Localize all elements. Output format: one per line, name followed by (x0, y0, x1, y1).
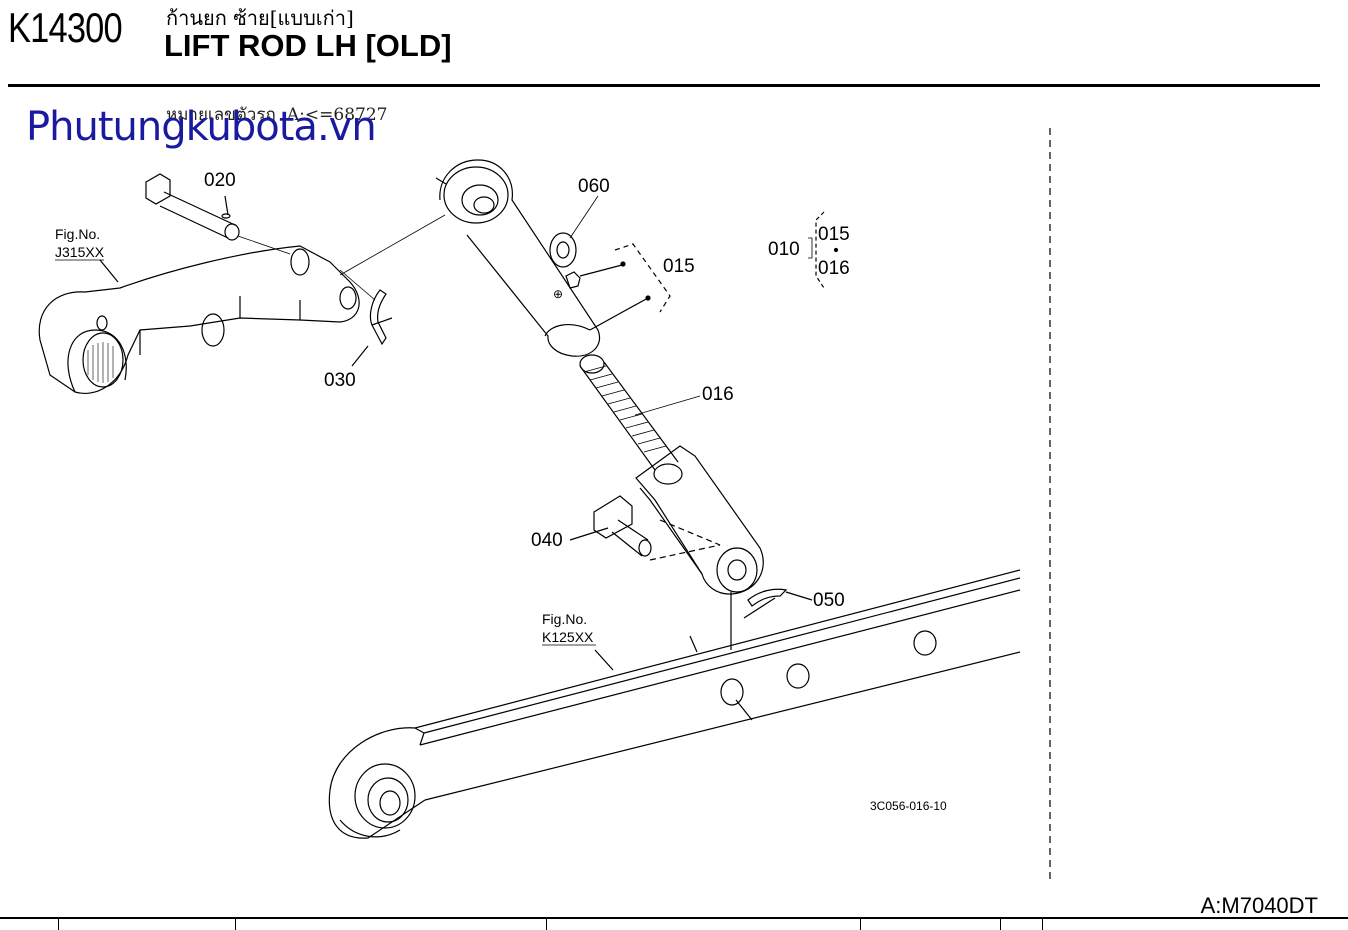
pin-part (145, 173, 291, 255)
clevis-part (635, 445, 764, 650)
assembly-sub-label-016: 016 (818, 258, 850, 279)
part-label-015: 015 (663, 256, 695, 277)
fig-ref-left: J315XX (55, 244, 105, 260)
page-title-thai: ก้านยก ซ้าย[แบบเก่า] (166, 6, 354, 30)
lift-rod-upper: ⊕ (339, 159, 601, 357)
snap-pin-part (339, 269, 393, 367)
header-divider (8, 84, 1320, 87)
washer-part (549, 195, 599, 268)
part-label-030: 030 (324, 370, 356, 391)
part-label-020: 020 (204, 170, 236, 191)
part-label-050: 050 (813, 590, 845, 611)
assembly-label: 010 (768, 239, 800, 260)
lower-link-part (328, 569, 1021, 839)
clevis-snap-pin-part (743, 588, 813, 619)
clevis-pin-part (569, 495, 721, 561)
assembly-sub-label-015: 015 (818, 224, 850, 245)
svg-text:⊕: ⊕ (553, 287, 563, 301)
lift-arm-part (38, 245, 360, 394)
part-label-040: 040 (531, 530, 563, 551)
parts-table-header (0, 917, 1348, 930)
fig-label-bottom: Fig.No. (542, 611, 587, 627)
watermark: Phutungkubota.vn (26, 104, 377, 150)
serial-number-note: หมายเลขตัวรถ :A:<=68727 (166, 105, 388, 125)
fig-ref-bottom: K125XX (542, 629, 594, 645)
part-group-code: K14300 (8, 4, 123, 51)
drawing-code: 3C056-016-10 (870, 799, 947, 813)
page-title: LIFT ROD LH [OLD] (164, 28, 452, 63)
fig-label-left: Fig.No. (55, 226, 100, 242)
threaded-rod-part (579, 354, 701, 471)
part-label-016: 016 (702, 384, 734, 405)
grease-nipple-part (565, 243, 671, 331)
model-code: A:M7040DT (1200, 893, 1318, 918)
part-label-060: 060 (578, 176, 610, 197)
